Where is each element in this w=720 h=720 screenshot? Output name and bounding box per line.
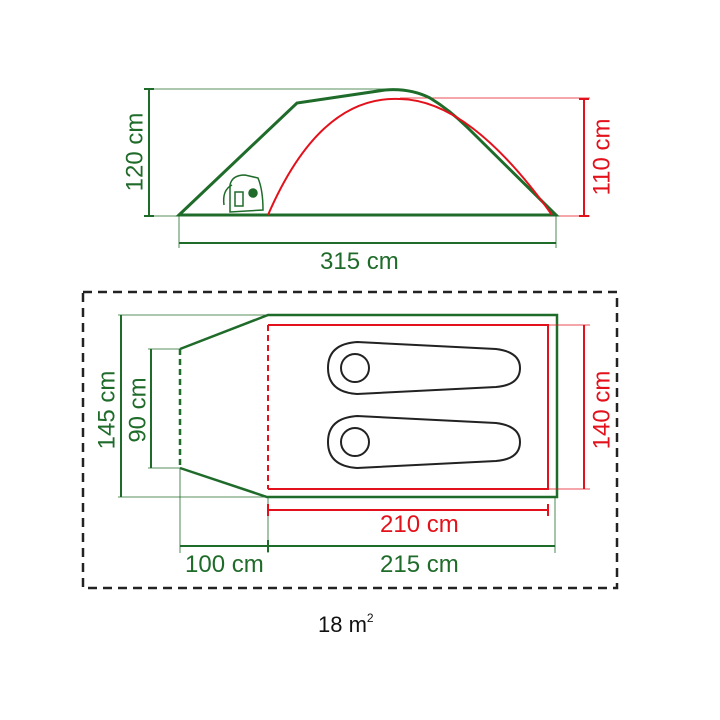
sleeping-bag — [326, 340, 522, 396]
backpack-icon — [222, 174, 264, 213]
inner-length-label: 210 cm — [380, 511, 459, 538]
sleeping-bag — [326, 414, 522, 470]
total-length-label: 315 cm — [320, 248, 399, 275]
total-height-label: 120 cm — [121, 112, 149, 192]
vestibule-width-label: 90 cm — [124, 377, 152, 443]
inner-width-label: 140 cm — [588, 370, 616, 450]
total-width-label: 145 cm — [93, 370, 121, 450]
footprint-area-label: 18 m2 — [318, 611, 374, 637]
vestibule-length-label: 100 cm — [185, 551, 264, 578]
floor-plan — [81, 290, 619, 590]
inner-height-label: 110 cm — [588, 118, 616, 196]
footprint-outline — [81, 290, 619, 590]
side-view — [144, 88, 590, 248]
sleeping-length-label: 215 cm — [380, 551, 459, 578]
